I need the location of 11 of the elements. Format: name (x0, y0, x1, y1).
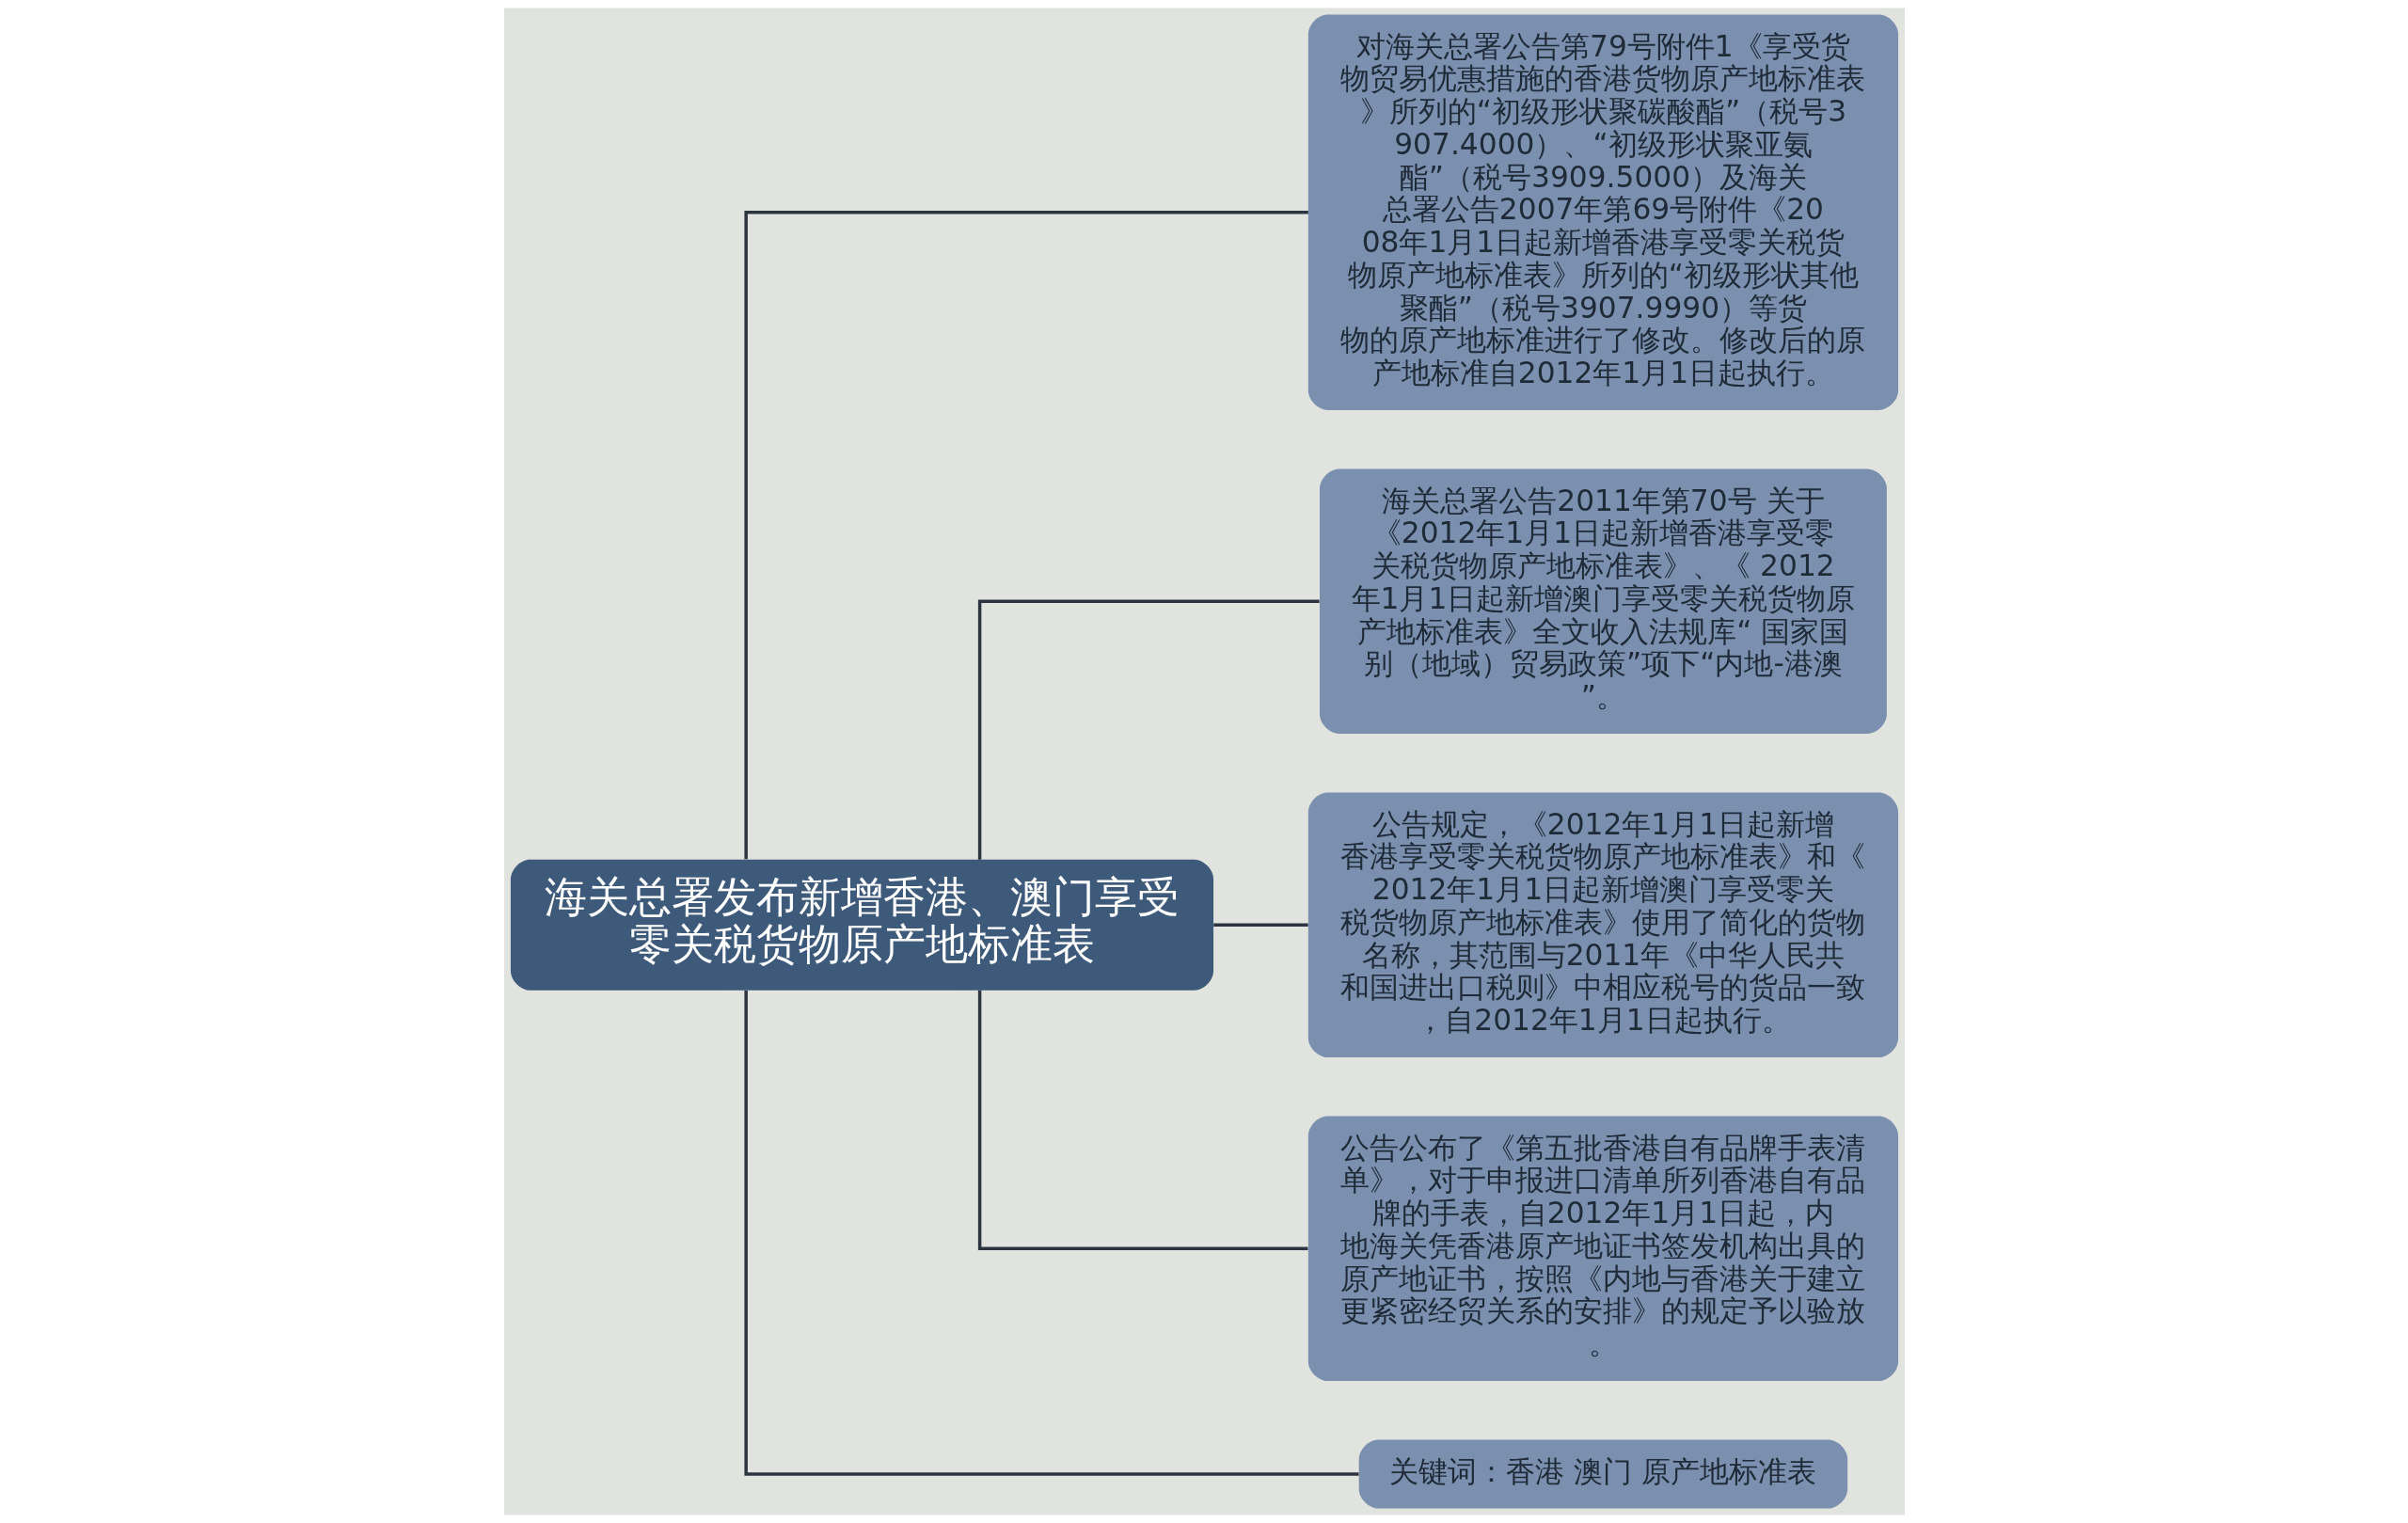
connector (977, 599, 1320, 860)
node-box: 公告规定，《2012年1月1日起新增香港享受零关税货物原产地标准表》和《2012年1月1日起新增澳门享受零关税货物原产地标准表》使用了简化的货物名称，其范围与2011年《中华人民共和国进出口税则》中相应税号的货品一致，自2012年1月1日起执行。 (1307, 792, 1898, 1057)
connector (1212, 923, 1308, 927)
connector (743, 991, 1358, 1476)
node-box: 关键词：香港 澳门 原产地标准表 (1358, 1439, 1847, 1509)
node-box: 对海关总署公告第79号附件1《享受货物贸易优惠措施的香港货物原产地标准表》所列的“初级形状聚碳酸酯”（税号3907.4000）、“初级形状聚亚氨酯”（税号3909.5000）及海关总署公告2007年第69号附件《2008年1月1日起新增香港享受零关税货物原产地标准表》所列的“初级形状其他聚酯”（税号3907.9990）等货物的原产地标准进行了修改。修改后的原产地标准自2012年1月1日起执行。 (1307, 14, 1898, 410)
node-box: 海关总署公告2011年第70号 关于《2012年1月1日起新增香港享受零关税货物原产地标准表》、《 2012年1月1日起新增澳门享受零关税货物原产地标准表》全文收入法规库“ 国家国别（地域）贸易政策”项下“内地-港澳”。 (1319, 468, 1887, 734)
connector (743, 210, 1308, 860)
node-box: 公告公布了《第五批香港自有品牌手表清单》，对于申报进口清单所列香港自有品牌的手表，自2012年1月1日起，内地海关凭香港原产地证书签发机构出具的原产地证书，按照《内地与香港关于建立更紧密经贸关系的安排》的规定予以验放。 (1307, 1116, 1898, 1381)
node-box: 海关总署发布新增香港、澳门享受零关税货物原产地标准表 (510, 859, 1213, 991)
connector (977, 990, 1307, 1250)
